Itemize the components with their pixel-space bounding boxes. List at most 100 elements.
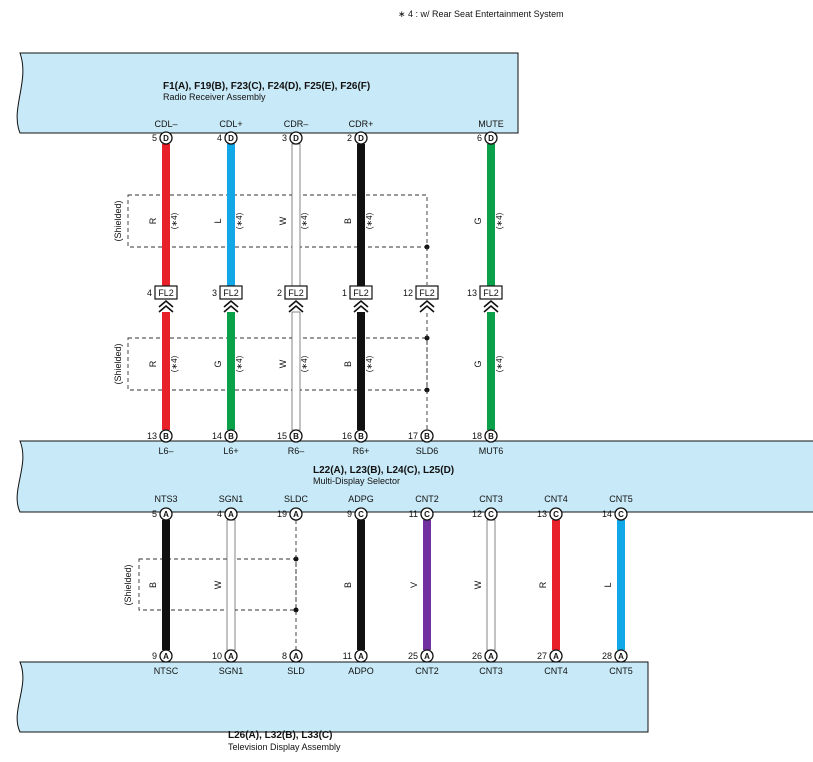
- lower-wire-0-top-pin-letter: A: [163, 510, 169, 519]
- lower-wire-6-top-pin-circle: [549, 507, 563, 521]
- lower-wire-2-bottom-pin-circle: [289, 649, 303, 663]
- upper-wire-1-color-bottom: G: [213, 360, 223, 367]
- upper-wire-1-bottom-pin-letter: B: [228, 432, 234, 441]
- lower-wire-4-top-pin-letter: C: [424, 510, 430, 519]
- lower-wire-4-bottom-pin-circle: [420, 649, 434, 663]
- lower-wire-6-bottom-pin-letter: A: [553, 652, 559, 661]
- upper-wire-0-bottom-name: L6–: [158, 446, 173, 456]
- upper-wire-5-color-bottom: G: [473, 360, 483, 367]
- upper-wire-5-top-pin-number: 6: [477, 133, 482, 143]
- lower-wire-7-top-name: CNT5: [609, 494, 633, 504]
- fl2-box-5: [479, 285, 503, 300]
- upper-wire-3-bottom-name: R6+: [353, 446, 370, 456]
- upper-wire-2-star-top: (∗4): [300, 212, 309, 229]
- fl2-chevron-1: [223, 299, 239, 313]
- upper-wire-2-top-name: CDR–: [284, 119, 309, 129]
- selector-codes: L22(A), L23(B), L24(C), L25(D): [313, 465, 454, 476]
- fl2-chevron-3: [353, 299, 369, 313]
- upper-wire-1-color-top: L: [213, 218, 223, 223]
- upper-wire-1-bottom-pin-circle: [224, 429, 238, 443]
- lower-wire-0-bottom-pin-number: 9: [152, 651, 157, 661]
- lower-wire-1-bottom-pin-number: 10: [212, 651, 222, 661]
- lower-wire-0-top-pin-circle: [159, 507, 173, 521]
- lower-wire-7-bottom-pin-number: 28: [602, 651, 612, 661]
- lower-wire-1-top-pin-number: 4: [217, 509, 222, 519]
- fl2-box-3: [349, 285, 373, 300]
- lower-wire-7-top-pin-letter: C: [618, 510, 624, 519]
- lower-wire-7-color: L: [603, 582, 613, 587]
- fl2-pin-3: 1: [342, 288, 347, 298]
- upper-wire-2-star-bottom: (∗4): [300, 355, 309, 372]
- lower-wire-6-bottom-pin-number: 27: [537, 651, 547, 661]
- upper-wire-1-bottom-pin-number: 14: [212, 431, 222, 441]
- fl2-label-5: FL2: [483, 288, 499, 298]
- upper-wire-5-star-top: (∗4): [495, 212, 504, 229]
- fl2-box-1: [219, 285, 243, 300]
- upper-wire-0-top-pin-circle: [159, 131, 173, 145]
- fl2-chevron-2: [288, 299, 304, 313]
- lower-wire-2-top-pin-circle: [289, 507, 303, 521]
- lower-wire-7-top-pin-number: 14: [602, 509, 612, 519]
- fl2-label-3: FL2: [353, 288, 369, 298]
- upper-shield-label-bottom: (Shielded): [113, 343, 123, 384]
- lower-wire-6-bottom-name: CNT4: [544, 666, 568, 676]
- fl2-label-2: FL2: [288, 288, 304, 298]
- lower-wire-0-top-pin-number: 5: [152, 509, 157, 519]
- lower-wire-1-color: W: [213, 580, 223, 589]
- upper-wire-5-bottom-pin-circle: [484, 429, 498, 443]
- upper-wire-5-top-pin-letter: D: [488, 134, 494, 143]
- upper-wire-4-bottom-pin-letter: B: [424, 432, 430, 441]
- lower-wire-2-top-name: SLDC: [284, 494, 309, 504]
- upper-wire-0-bottom-pin-number: 13: [147, 431, 157, 441]
- selector-name: Multi-Display Selector: [313, 476, 400, 486]
- lower-wire-5-top-name: CNT3: [479, 494, 503, 504]
- television-display-box: [16, 661, 649, 733]
- lower-wire-5-bottom-name: CNT3: [479, 666, 503, 676]
- fl2-pin-1: 3: [212, 288, 217, 298]
- fl2-label-0: FL2: [158, 288, 174, 298]
- upper-wire-3-top-pin-letter: D: [358, 134, 364, 143]
- lower-wire-5-bottom-pin-circle: [484, 649, 498, 663]
- fl2-pin-4: 12: [403, 288, 413, 298]
- fl2-pin-5: 13: [467, 288, 477, 298]
- fl2-label-4: FL2: [419, 288, 435, 298]
- lower-wire-0-bottom-pin-circle: [159, 649, 173, 663]
- lower-wire-5-bottom-pin-letter: A: [488, 652, 494, 661]
- lower-wire-4-color: V: [409, 582, 419, 588]
- lower-wire-2-bottom-pin-letter: A: [293, 652, 299, 661]
- lower-wire-5-top-pin-circle: [484, 507, 498, 521]
- upper-wire-3-bottom-pin-letter: B: [358, 432, 364, 441]
- lower-wire-7-bottom-pin-circle: [614, 649, 628, 663]
- upper-wire-0-star-bottom: (∗4): [170, 355, 179, 372]
- tv-assembly-name: Television Display Assembly: [228, 742, 341, 752]
- upper-wire-5-bottom-pin-letter: B: [488, 432, 494, 441]
- upper-wire-3-bottom-pin-number: 16: [342, 431, 352, 441]
- fl2-chevron-0: [158, 299, 174, 313]
- upper-wire-5-color-top: G: [473, 217, 483, 224]
- lower-wire-6-bottom-pin-circle: [549, 649, 563, 663]
- upper-wire-0-bottom-pin-circle: [159, 429, 173, 443]
- lower-wire-1-top-name: SGN1: [219, 494, 244, 504]
- upper-wire-4-bottom-name: SLD6: [416, 446, 439, 456]
- lower-wire-0-bottom-pin-letter: A: [163, 652, 169, 661]
- lower-wire-1-top-pin-letter: A: [228, 510, 234, 519]
- upper-wire-2-color-bottom: W: [278, 359, 288, 368]
- lower-wire-5-bottom-pin-number: 26: [472, 651, 482, 661]
- upper-wire-1-top-pin-letter: D: [228, 134, 234, 143]
- lower-wire-4-top-pin-number: 11: [409, 509, 418, 519]
- lower-wire-3-top-pin-number: 9: [347, 509, 352, 519]
- lower-wire-4-bottom-pin-letter: A: [424, 652, 430, 661]
- lower-wire-3-bottom-pin-circle: [354, 649, 368, 663]
- upper-wire-3-color-bottom: B: [343, 361, 353, 367]
- lower-wire-3-top-pin-letter: C: [358, 510, 364, 519]
- multi-display-selector-box: [16, 440, 813, 513]
- upper-wire-2-color-top: W: [278, 216, 288, 225]
- upper-wire-0-color-top: R: [148, 217, 158, 224]
- upper-wire-1-top-pin-number: 4: [217, 133, 222, 143]
- upper-wire-2-bottom-pin-letter: B: [293, 432, 299, 441]
- lower-wire-7-bottom-name: CNT5: [609, 666, 633, 676]
- lower-wire-2-top-pin-letter: A: [293, 510, 299, 519]
- tv-assembly-codes: L26(A), L32(B), L33(C): [228, 730, 332, 741]
- upper-wire-2-bottom-pin-number: 15: [277, 431, 287, 441]
- lower-wire-6-top-name: CNT4: [544, 494, 568, 504]
